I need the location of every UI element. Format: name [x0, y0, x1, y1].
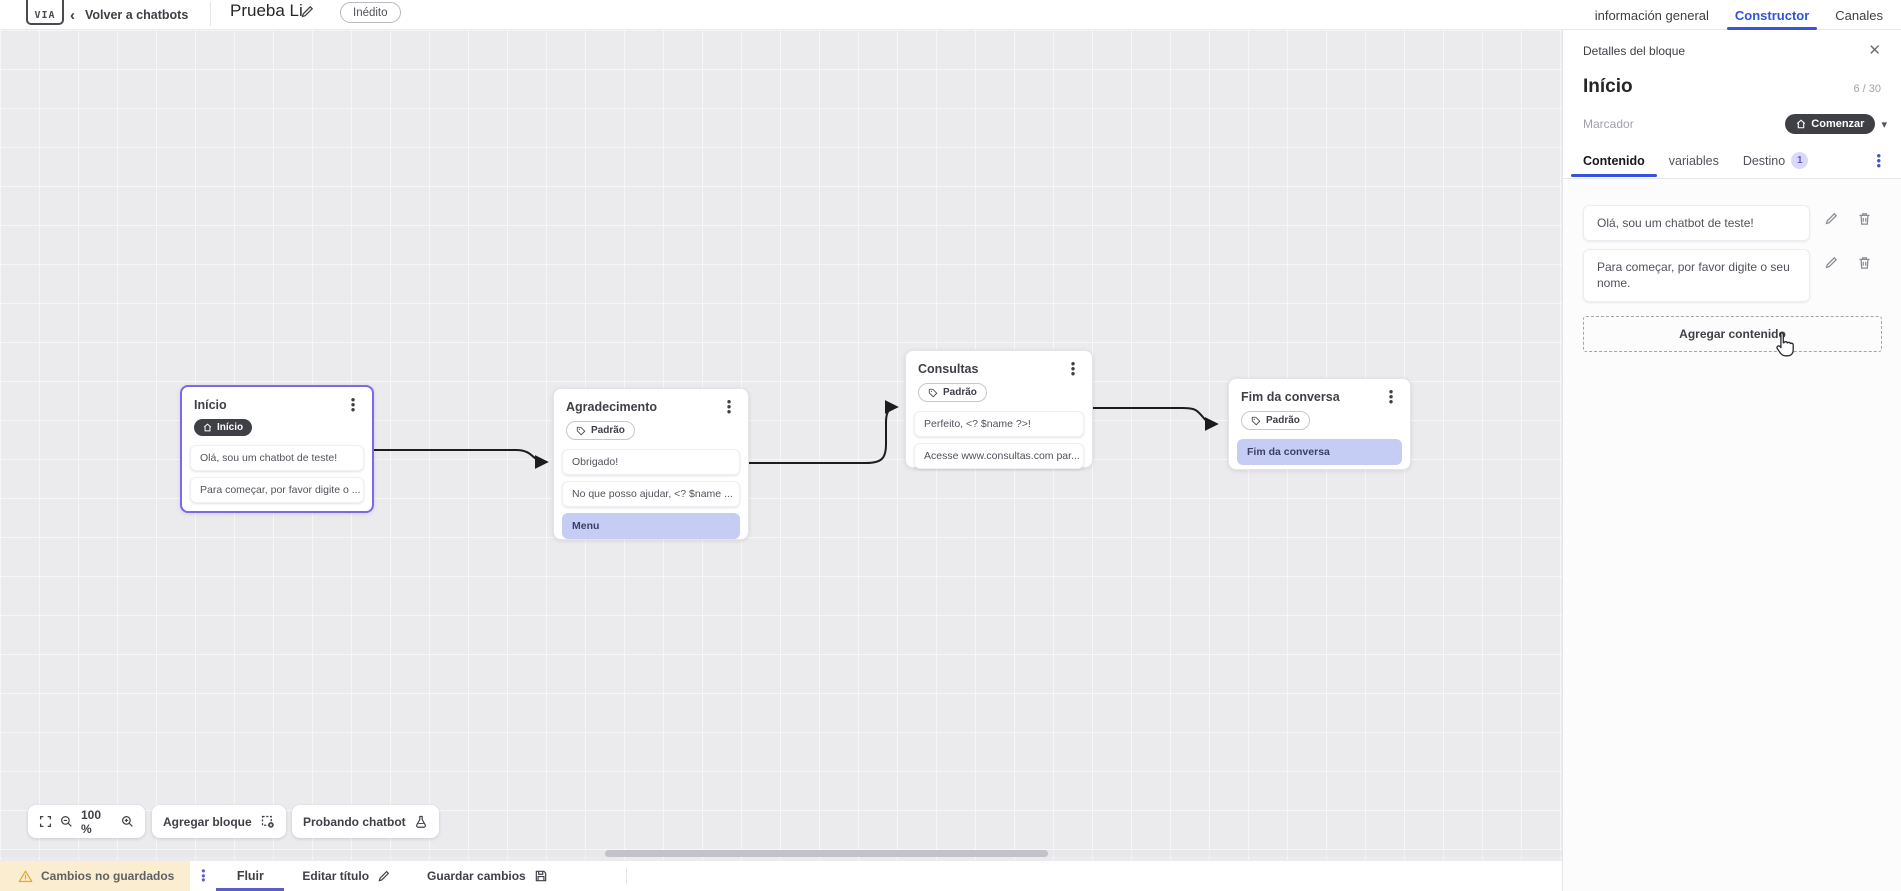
fit-screen-icon[interactable]	[39, 815, 52, 828]
edit-title-icon[interactable]	[300, 4, 315, 19]
zoom-toolbar: 100 %	[28, 805, 145, 838]
add-content-button[interactable]: Agregar contenido	[1583, 315, 1882, 352]
edge-consultas-fim	[1091, 407, 1219, 431]
content-text[interactable]: Olá, sou um chatbot de teste!	[1583, 205, 1810, 242]
marker-label: Marcador	[1583, 117, 1634, 131]
header-tabs: información general Constructor Canales	[1595, 0, 1883, 30]
top-header: VIA ‹ Volver a chatbots Prueba Li Inédit…	[0, 0, 1901, 30]
node-title: Início	[194, 397, 227, 412]
panel-content: Olá, sou um chatbot de teste! Para começ…	[1563, 179, 1901, 891]
node-inicio[interactable]: Início ••• Início Olá, sou um chatbot de…	[180, 385, 374, 513]
flask-icon	[414, 815, 428, 829]
node-title: Fim da conversa	[1241, 389, 1340, 404]
tab-canales[interactable]: Canales	[1835, 7, 1883, 23]
node-message[interactable]: Obrigado!	[562, 448, 740, 475]
pencil-icon	[378, 870, 390, 882]
tab-contenido[interactable]: Contenido	[1571, 154, 1657, 177]
node-title: Consultas	[918, 361, 979, 376]
node-message[interactable]: Para começar, por favor digite o ...	[190, 477, 364, 503]
node-end-card[interactable]: Fim da conversa	[1237, 438, 1402, 465]
padrao-badge: Padrão	[1241, 411, 1310, 430]
unsaved-label: Cambios no guardados	[41, 869, 175, 883]
name-counter: 6 / 30	[1853, 83, 1881, 95]
tab-destino[interactable]: Destino 1	[1743, 152, 1809, 178]
tab-fluir[interactable]: Fluir	[216, 861, 285, 891]
tag-icon	[576, 426, 586, 435]
destino-count-badge: 1	[1791, 152, 1809, 169]
back-to-chatbots[interactable]: ‹ Volver a chatbots	[70, 0, 188, 30]
tag-icon	[928, 388, 938, 397]
node-menu-icon[interactable]: •••	[1388, 384, 1394, 409]
zoom-level: 100 %	[81, 807, 102, 836]
app-logo[interactable]: VIA	[26, 0, 64, 25]
test-chatbot-label: Probando chatbot	[303, 814, 406, 829]
add-block-icon	[260, 814, 275, 829]
edge-agradecimento-consultas	[749, 400, 899, 464]
save-icon	[535, 870, 546, 882]
home-icon	[1797, 119, 1806, 129]
unsaved-changes-banner: Cambios no guardados	[0, 861, 191, 891]
panel-tabs-menu-icon[interactable]: •••	[1876, 148, 1881, 173]
edit-title-button[interactable]: Editar título	[284, 861, 409, 891]
add-block-button[interactable]: Agregar bloque	[152, 805, 286, 838]
header-divider	[210, 2, 211, 26]
node-message[interactable]: Olá, sou um chatbot de teste!	[190, 445, 364, 471]
zoom-in-icon[interactable]	[121, 815, 134, 828]
flow-canvas[interactable]: Início ••• Início Olá, sou um chatbot de…	[0, 30, 1562, 860]
node-menu-card[interactable]: Menu	[562, 512, 740, 539]
close-icon[interactable]: ✕	[1868, 42, 1881, 59]
node-message[interactable]: Acesse www.consultas.com par...	[914, 442, 1084, 469]
node-message[interactable]: Perfeito, <? $name ?>!	[914, 410, 1084, 437]
content-item-row: Olá, sou um chatbot de teste!	[1583, 205, 1881, 242]
tab-informacion-general[interactable]: información general	[1594, 7, 1709, 23]
home-icon	[203, 423, 212, 432]
panel-heading: Detalles del bloque	[1583, 43, 1686, 58]
content-item-row: Para começar, por favor digite o seu nom…	[1583, 249, 1881, 302]
delete-content-icon[interactable]	[1857, 255, 1872, 270]
tab-variables[interactable]: variables	[1668, 153, 1719, 168]
node-menu-icon[interactable]: •••	[1070, 356, 1076, 381]
node-menu-icon[interactable]: •••	[350, 392, 356, 417]
zoom-out-icon[interactable]	[60, 815, 73, 828]
node-agradecimento[interactable]: Agradecimento ••• Padrão Obrigado! No qu…	[553, 388, 749, 540]
node-message[interactable]: No que posso ajudar, <? $name ...	[562, 480, 740, 507]
padrao-badge: Padrão	[918, 383, 987, 402]
footer-divider	[625, 867, 627, 885]
padrao-badge: Padrão	[566, 421, 635, 440]
chevron-down-icon[interactable]: ▾	[1881, 118, 1887, 131]
content-text[interactable]: Para começar, por favor digite o seu nom…	[1583, 249, 1810, 302]
node-title: Agradecimento	[566, 399, 657, 414]
flow-menu-icon[interactable]: •••	[201, 864, 206, 888]
edge-inicio-agradecimento	[374, 449, 549, 469]
tag-icon	[1251, 416, 1261, 425]
node-fim-da-conversa[interactable]: Fim da conversa ••• Padrão Fim da conver…	[1228, 378, 1411, 470]
add-block-label: Agregar bloque	[163, 814, 252, 829]
save-changes-button[interactable]: Guardar cambios	[409, 861, 566, 891]
marker-select[interactable]: Comenzar	[1785, 114, 1876, 134]
test-chatbot-button[interactable]: Probando chatbot	[292, 805, 439, 838]
node-menu-icon[interactable]: •••	[726, 394, 732, 419]
node-consultas[interactable]: Consultas ••• Padrão Perfeito, <? $name …	[905, 350, 1093, 469]
delete-content-icon[interactable]	[1857, 211, 1872, 226]
back-label: Volver a chatbots	[85, 8, 189, 22]
panel-tabs: Contenido variables Destino 1 •••	[1563, 134, 1901, 179]
edit-content-icon[interactable]	[1824, 255, 1839, 270]
bottom-bar: Cambios no guardados ••• Fluir Editar tí…	[0, 860, 1562, 891]
back-chevron-icon: ‹	[70, 6, 75, 24]
tab-constructor[interactable]: Constructor	[1726, 0, 1818, 30]
block-details-panel: Detalles del bloque ✕ Início 6 / 30 Marc…	[1562, 30, 1901, 891]
start-badge: Início	[194, 419, 253, 436]
chatbot-title: Prueba Li	[230, 1, 303, 20]
canvas-hscroll-thumb[interactable]	[605, 850, 1048, 857]
status-badge: Inédito	[340, 2, 401, 23]
block-name[interactable]: Início	[1583, 76, 1633, 97]
edit-content-icon[interactable]	[1824, 211, 1839, 226]
warning-icon	[18, 870, 33, 882]
